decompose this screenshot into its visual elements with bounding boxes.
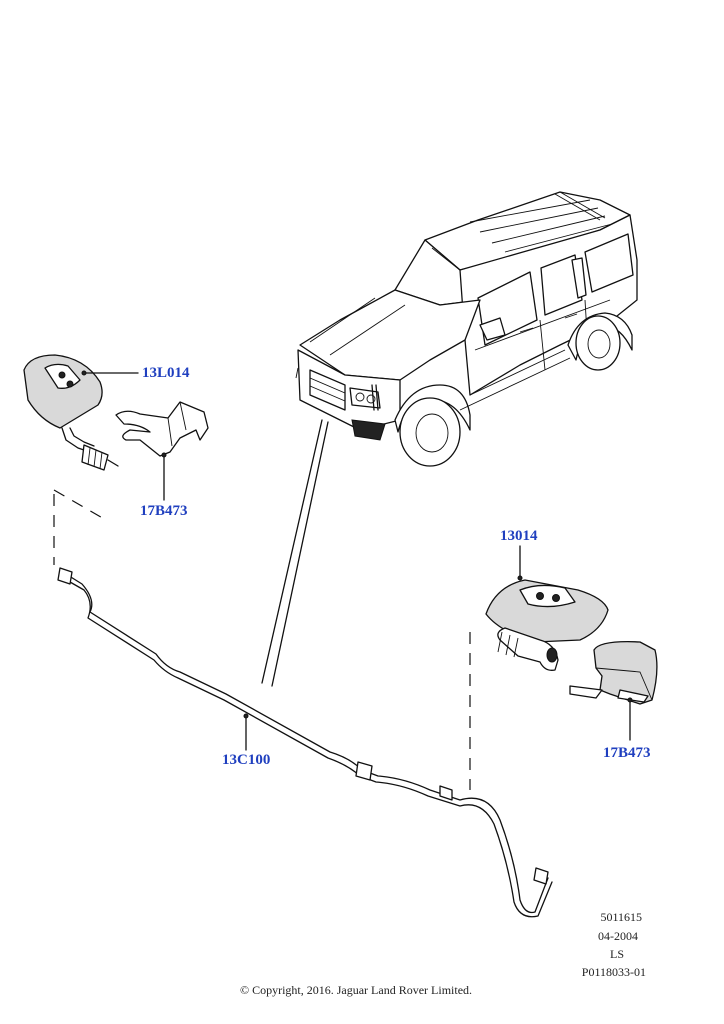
- right-bracket-illustration: [569, 641, 658, 705]
- reference-number: 5011615: [600, 910, 642, 924]
- right-washer-jet-illustration: [485, 579, 609, 671]
- vehicle-illustration: [297, 191, 638, 467]
- left-bracket-illustration: [115, 401, 209, 457]
- assembly-dashed-lines: [53, 489, 471, 790]
- leader-lines: [81, 367, 633, 751]
- callout-washer-hose[interactable]: 13C100: [222, 752, 271, 768]
- left-washer-jet-illustration: [23, 354, 119, 471]
- reference-date: 04-2004: [598, 929, 638, 943]
- callout-left-bracket[interactable]: 17B473: [140, 503, 188, 519]
- copyright-notice: © Copyright, 2016. Jaguar Land Rover Lim…: [239, 983, 473, 997]
- callout-left-washer-jet[interactable]: 13L014: [142, 365, 190, 381]
- washer-hose-illustration: [57, 567, 553, 918]
- reference-code: LS: [609, 947, 624, 961]
- callout-right-washer-jet[interactable]: 13014: [500, 528, 538, 544]
- callout-right-bracket[interactable]: 17B473: [603, 745, 651, 761]
- illustration-id: P0118033-01: [581, 965, 646, 979]
